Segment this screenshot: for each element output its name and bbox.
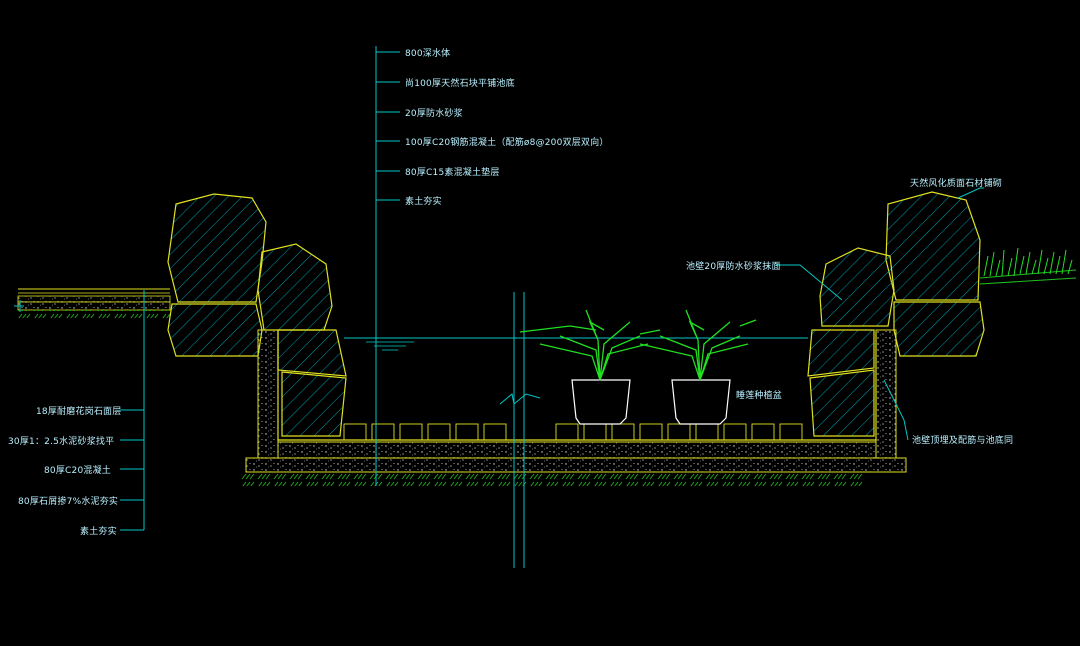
paving-stone: [371, 423, 395, 441]
paving-stone: [751, 423, 775, 441]
paving-stone: [611, 423, 635, 441]
paving-stone: [639, 423, 663, 441]
callout-rc-slab: 100厚C20钢筋混凝土（配筋ø8@200双层双向）: [405, 138, 609, 148]
callout-water-depth: 800深水体: [405, 49, 451, 59]
left-rocks: [167, 193, 347, 437]
callout-stone-chips: 80厚石屑掺7%水泥夯实: [18, 497, 119, 507]
paving-stone: [427, 423, 451, 441]
paving-stone: [483, 423, 507, 441]
water-lily-plants: [519, 309, 757, 381]
callout-compacted-soil: 素土夯实: [405, 197, 442, 207]
soil-fill: [238, 472, 864, 486]
right-wall: [875, 329, 897, 459]
paving-stone: [555, 423, 579, 441]
callout-stone-rim: 天然风化质面石材铺砌: [910, 179, 1003, 189]
right-rocks: [807, 191, 985, 437]
callout-granite-surface: 18厚耐磨花岗石面层: [36, 407, 122, 417]
paving-stone: [667, 423, 691, 441]
left-wall: [257, 329, 279, 459]
break-line: [499, 292, 541, 568]
callout-waterproof-mortar: 20厚防水砂浆: [405, 109, 463, 119]
left-leaders: [14, 290, 145, 531]
callout-wall-liner: 池壁顶埋及配筋与池底同: [912, 436, 1014, 446]
top-leaders: [375, 46, 400, 486]
callout-planter: 睡莲种植盆: [736, 391, 783, 401]
paving-stone: [455, 423, 479, 441]
right-leaders: [776, 187, 984, 441]
water-symbol: [366, 341, 414, 351]
right-ground: [979, 269, 1077, 285]
callout-cement-screed: 30厚1：2.5水泥砂浆找平: [8, 437, 115, 447]
paving-stone: [343, 423, 367, 441]
left-paving-low: [18, 310, 170, 318]
base-slab: [245, 457, 907, 473]
paving-stone: [723, 423, 747, 441]
callout-plain-concrete: 80厚C15素混凝土垫层: [405, 168, 500, 178]
paving-stone: [779, 423, 803, 441]
paving-stone: [695, 423, 719, 441]
basin-floor: [261, 441, 893, 459]
right-grass: [983, 247, 1073, 277]
planter-pots: [571, 379, 731, 425]
callout-stone-bed: 尚100厚天然石块平铺池底: [405, 79, 515, 89]
floor-pavers: [343, 423, 803, 441]
left-paving-mid: [17, 301, 171, 311]
callout-left-soil: 素土夯实: [80, 527, 117, 537]
paving-stone: [583, 423, 607, 441]
callout-c20-concrete: 80厚C20混凝土: [44, 466, 111, 476]
callout-wall-waterproof: 池壁20厚防水砂浆抹面: [686, 262, 781, 272]
left-paving-top: [17, 295, 171, 303]
paving-stone: [399, 423, 423, 441]
